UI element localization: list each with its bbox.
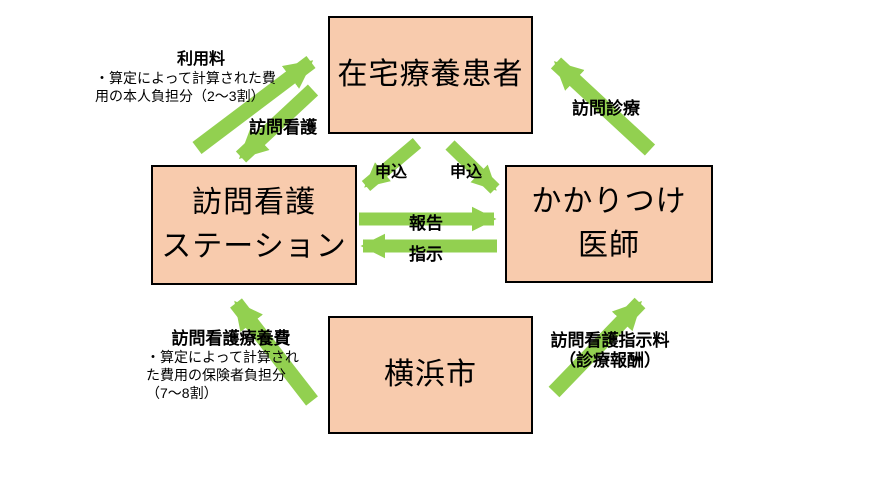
label-visiting-medical-care: 訪問診療 (572, 99, 640, 118)
node-yokohama-city: 横浜市 (328, 316, 533, 434)
annotation-nursing-care-fee-line1: ・算定によって計算され (146, 349, 299, 365)
annotation-nursing-care-fee-line3: （7～8割） (146, 385, 218, 401)
annotation-instruction-fee: 訪問看護指示料 （診療報酬） (545, 331, 675, 371)
label-instruction: 指示 (409, 245, 443, 264)
node-visiting-nursing-station-label-line1: 訪問看護 (192, 186, 316, 219)
annotation-usage-fee: 利用料 ・算定によって計算された費 用の本人負担分（2～3割） (95, 51, 307, 105)
annotation-usage-fee-title: 利用料 (176, 51, 225, 68)
annotation-nursing-care-fee-title: 訪問看護療養費 (171, 329, 291, 348)
arrow-patient-to-station-usage-fee (235, 84, 319, 163)
arrow-patient-to-station-application (361, 138, 422, 191)
arrow-city-to-doctor-instruction-fee (548, 297, 646, 398)
arrow-doctor-to-patient-visiting-care (550, 57, 656, 156)
arrow-station-to-patient-visiting-nursing (192, 56, 316, 154)
annotation-usage-fee-line2: 用の本人負担分（2～3割） (95, 88, 265, 104)
annotation-nursing-care-fee: 訪問看護療養費 ・算定によって計算され た費用の保険者負担分 （7～8割） (146, 330, 316, 402)
node-visiting-nursing-station: 訪問看護 ステーション (151, 165, 357, 285)
node-family-doctor-label-line1: かかりつけ (531, 185, 687, 218)
node-yokohama-city-label: 横浜市 (384, 358, 477, 391)
node-home-care-patient-label: 在宅療養患者 (337, 58, 524, 91)
annotation-nursing-care-fee-line2: た費用の保険者負担分 (146, 367, 286, 383)
label-application-left: 申込 (375, 164, 408, 181)
node-family-doctor-label-line2: 医師 (578, 229, 640, 262)
label-report: 報告 (409, 214, 443, 233)
arrow-patient-to-doctor-application (445, 140, 500, 194)
label-visiting-nursing: 訪問看護 (249, 118, 317, 137)
label-application-right: 申込 (450, 164, 483, 181)
node-family-doctor: かかりつけ 医師 (505, 165, 713, 283)
node-home-care-patient: 在宅療養患者 (328, 16, 533, 134)
node-visiting-nursing-station-label-line2: ステーション (161, 230, 347, 263)
annotation-instruction-fee-line2: （診療報酬） (559, 351, 661, 370)
arrow-city-to-station-care-fee (230, 298, 318, 406)
annotation-usage-fee-line1: ・算定によって計算された費 (95, 70, 276, 86)
annotation-instruction-fee-line1: 訪問看護指示料 (550, 331, 670, 350)
